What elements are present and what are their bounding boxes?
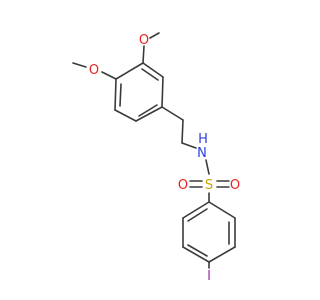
- ring2-bond-f: [182, 201, 210, 219]
- bond-o-ring-left: [101, 71, 117, 80]
- molecule-structure: O O N H S O O I: [72, 32, 241, 284]
- bonds: [72, 32, 236, 269]
- structure-svg: O O N H S O O I: [72, 32, 240, 284]
- ring1-bond-b: [114, 78, 117, 111]
- bond-ch2-ch2: [181, 119, 184, 144]
- bond-ring-ch2: [161, 106, 184, 121]
- atom-o-methoxy-left: O: [89, 63, 99, 78]
- ring2-inner-2: [187, 244, 208, 257]
- ring2-bond-c: [208, 246, 236, 263]
- bond-n-s: [205, 159, 210, 175]
- ring1-bond-c: [114, 109, 137, 122]
- atom-iodine: I: [207, 269, 211, 284]
- ring1-inner-3: [141, 68, 159, 81]
- atom-o-methoxy-top: O: [139, 33, 149, 48]
- atom-n-amine: N: [197, 146, 207, 161]
- atom-s-sulfonyl: S: [205, 178, 213, 193]
- ring2-bond-a: [208, 201, 236, 219]
- bond-ch2-n: [181, 142, 197, 149]
- atom-o-sulfonyl-left: O: [178, 178, 188, 193]
- bond-ch3-o-left: [72, 62, 87, 68]
- ring2-inner-3: [187, 208, 208, 222]
- ring1-inner-2: [138, 104, 158, 117]
- ring1-bond-f: [142, 62, 164, 78]
- ring1-bond-a: [115, 62, 144, 80]
- atom-o-sulfonyl-right: O: [230, 178, 240, 193]
- ring1-bond-e: [161, 76, 164, 108]
- bond-o-ring-top: [142, 45, 145, 64]
- bond-ch3-o-top: [149, 32, 160, 39]
- atom-h-amine: H: [198, 132, 208, 147]
- ring1-inner-1: [119, 83, 122, 107]
- ring2-bond-d: [182, 246, 210, 263]
- ring1-bond-d: [135, 106, 163, 122]
